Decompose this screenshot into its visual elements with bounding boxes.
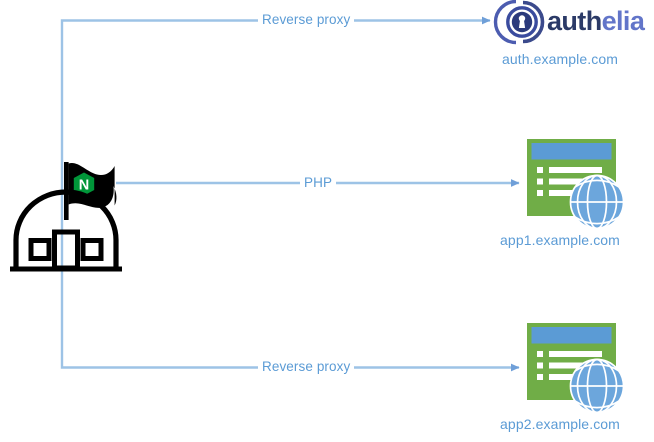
edge-label-reverse-proxy-authelia: Reverse proxy xyxy=(258,12,355,27)
app2-hostname-label: app2.example.com xyxy=(500,416,620,432)
nginx-hexagon-icon xyxy=(73,172,95,196)
edge-label-php: PHP xyxy=(300,175,337,190)
authelia-wordmark: authelia xyxy=(547,6,645,37)
authelia-hostname-label: auth.example.com xyxy=(502,51,618,67)
nginx-window-left-icon xyxy=(28,238,52,261)
nginx-door-icon xyxy=(52,229,80,271)
nginx-window-right-icon xyxy=(80,238,104,261)
authelia-lock-icon xyxy=(493,0,545,45)
nginx-hexagon-letter: N xyxy=(79,178,89,194)
app1-hostname-label: app1.example.com xyxy=(500,232,620,248)
web-app-globe-icon xyxy=(569,174,625,230)
web-app-globe-icon xyxy=(569,358,625,414)
edge-label-reverse-proxy-app2: Reverse proxy xyxy=(258,359,355,374)
authelia-wordmark-dark: auth xyxy=(547,6,602,36)
nginx-dome-icon xyxy=(13,189,119,269)
authelia-wordmark-light: elia xyxy=(601,6,645,36)
